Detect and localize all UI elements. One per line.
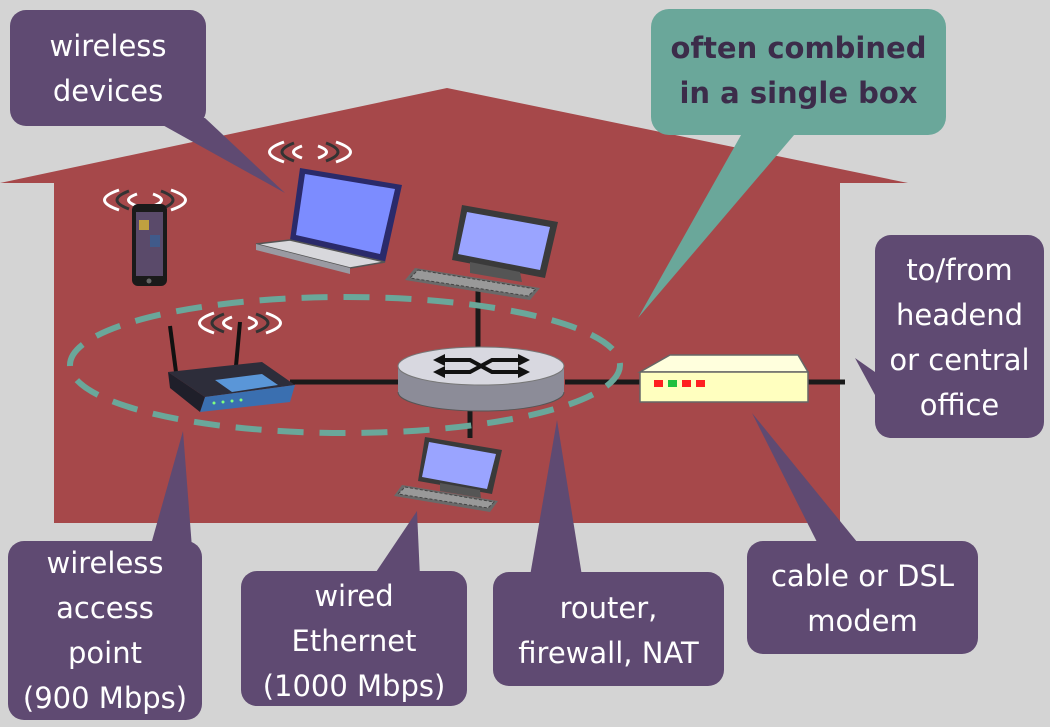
laptop-icon: [255, 168, 402, 274]
callout-boxes: [8, 10, 1044, 720]
single-box-callout: [651, 9, 946, 135]
wireless-range-ellipse: [67, 294, 623, 436]
wireless-access-point-icon: [168, 321, 295, 412]
callout-single-box: often combined in a single box: [670, 31, 927, 110]
smartphone-icon: [132, 204, 167, 286]
desktop-computer-icon: [394, 437, 502, 512]
callout-access-point: wireless access point (900 Mbps): [22, 546, 188, 715]
callout-modem: cable or DSL modem: [770, 559, 955, 638]
callout-router: router, firewall, NAT: [518, 591, 699, 670]
modem-icon: [637, 354, 810, 403]
callout-headend: to/from headend or central office: [889, 253, 1030, 422]
router-icon: [397, 346, 565, 412]
wireless-signal-icon: [103, 140, 352, 335]
callout-tails: [150, 118, 875, 578]
callout-wired-ethernet: wired Ethernet (1000 Mbps): [262, 579, 446, 703]
single-box-callout-tail: [638, 128, 800, 318]
desktop-computer-icon: [405, 205, 558, 300]
house-shape: [0, 88, 908, 523]
callout-wireless-devices: wireless devices: [49, 29, 167, 108]
